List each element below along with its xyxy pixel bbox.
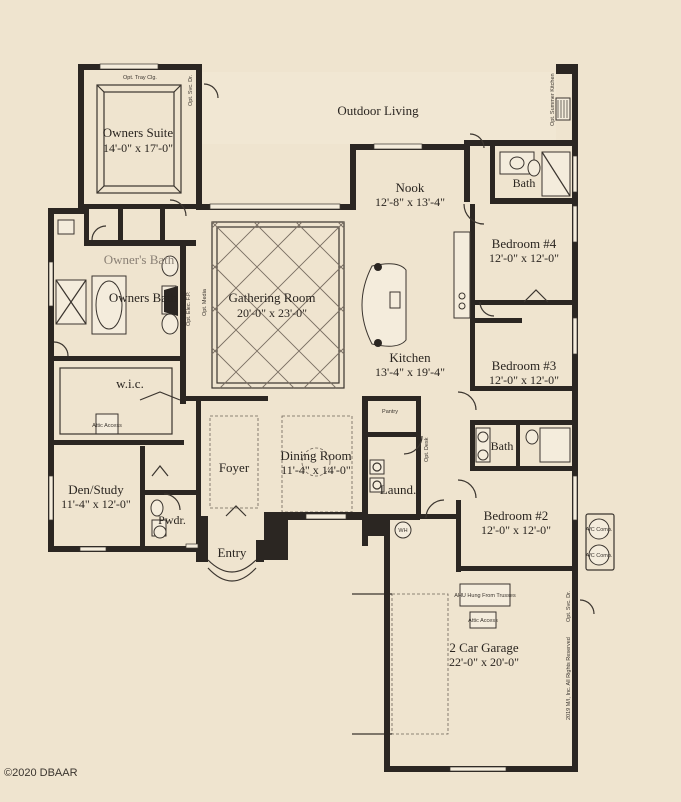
dining-room-name: Dining Room [280, 448, 351, 463]
attic-access-garage-note: Attic Access [468, 618, 498, 624]
owners-suite-name: Owners Suite [103, 125, 174, 140]
dining-light-icon [301, 447, 331, 477]
opt-desk-note: Opt. Desk [424, 437, 430, 462]
doors [53, 83, 595, 615]
gathering-room-name: Gathering Room [228, 290, 315, 305]
garage-name: 2 Car Garage [449, 640, 519, 655]
outdoor-living-slab [200, 72, 556, 144]
wic-name: w.i.c. [116, 376, 144, 391]
den-study-name: Den/Study [68, 482, 124, 497]
bedroom2-dims: 12'-0" x 12'-0" [481, 523, 551, 537]
foyer-name: Foyer [219, 460, 250, 475]
powder-name: Pwdr. [158, 513, 186, 527]
bedroom3-dims: 12'-0" x 12'-0" [489, 373, 559, 387]
bedroom3-name: Bedroom #3 [492, 358, 557, 373]
tray-ceiling-outline [96, 84, 182, 194]
windows [48, 63, 578, 772]
bedroom4-name: Bedroom #4 [492, 236, 557, 251]
rights-note: 2019 M/I, Inc. All Rights Reserved [566, 637, 572, 720]
summer-kitchen-note: Opt. Summer Kitchen [550, 73, 556, 126]
nook-name: Nook [396, 180, 425, 195]
nook-dims: 12'-8" x 13'-4" [375, 195, 445, 209]
ahu-note: AHU Hung From Trusses [454, 593, 516, 599]
bath-lower-name: Bath [491, 439, 514, 453]
owners-bath-name: Owners Bath [109, 290, 178, 305]
laundry-name: Laund. [380, 482, 416, 497]
garage-dims: 22'-0" x 20'-0" [449, 655, 519, 669]
garage-door-outline [391, 593, 449, 735]
pantry-note: Pantry [382, 409, 398, 415]
outdoor-living-name: Outdoor Living [337, 103, 419, 118]
kitchen-dims: 13'-4" x 19'-4" [375, 365, 445, 379]
owners-suite-dims: 14'-0" x 17'-0" [103, 141, 173, 155]
ac-comp-1-note: A/C Comp. [586, 527, 613, 533]
kitchen-name: Kitchen [389, 350, 431, 365]
water-heater-note: WH [398, 528, 407, 534]
svc-door-owner-note: Opt. Svc. Dr. [188, 74, 194, 106]
media-note: Opt. Media [202, 288, 208, 316]
gathering-room-ceiling-pattern [211, 221, 345, 389]
elec-fireplace-note: Opt. Elec. F.P. [186, 291, 192, 326]
dining-room-dims: 11'-4" x 14'-0" [281, 463, 351, 477]
owners-bath-faded-name: Owner's Bath [104, 252, 175, 267]
copyright-watermark: ©2020 DBAAR [4, 767, 78, 779]
attic-access-wic-note: Attic Access [92, 423, 122, 429]
bedroom4-dims: 12'-0" x 12'-0" [489, 251, 559, 265]
bedroom2-name: Bedroom #2 [484, 508, 549, 523]
tray-ceiling-note: Opt. Tray Clg. [123, 75, 157, 81]
gathering-room-dims: 20'-0" x 23'-0" [237, 306, 307, 320]
fixtures [55, 97, 615, 629]
entry-name: Entry [218, 545, 247, 560]
den-study-dims: 11'-4" x 12'-0" [61, 497, 131, 511]
bath-upper-name: Bath [513, 176, 536, 190]
svc-door-garage-note: Opt. Svc. Dr. [566, 590, 572, 622]
ac-comp-2-note: A/C Comp. [586, 553, 613, 559]
